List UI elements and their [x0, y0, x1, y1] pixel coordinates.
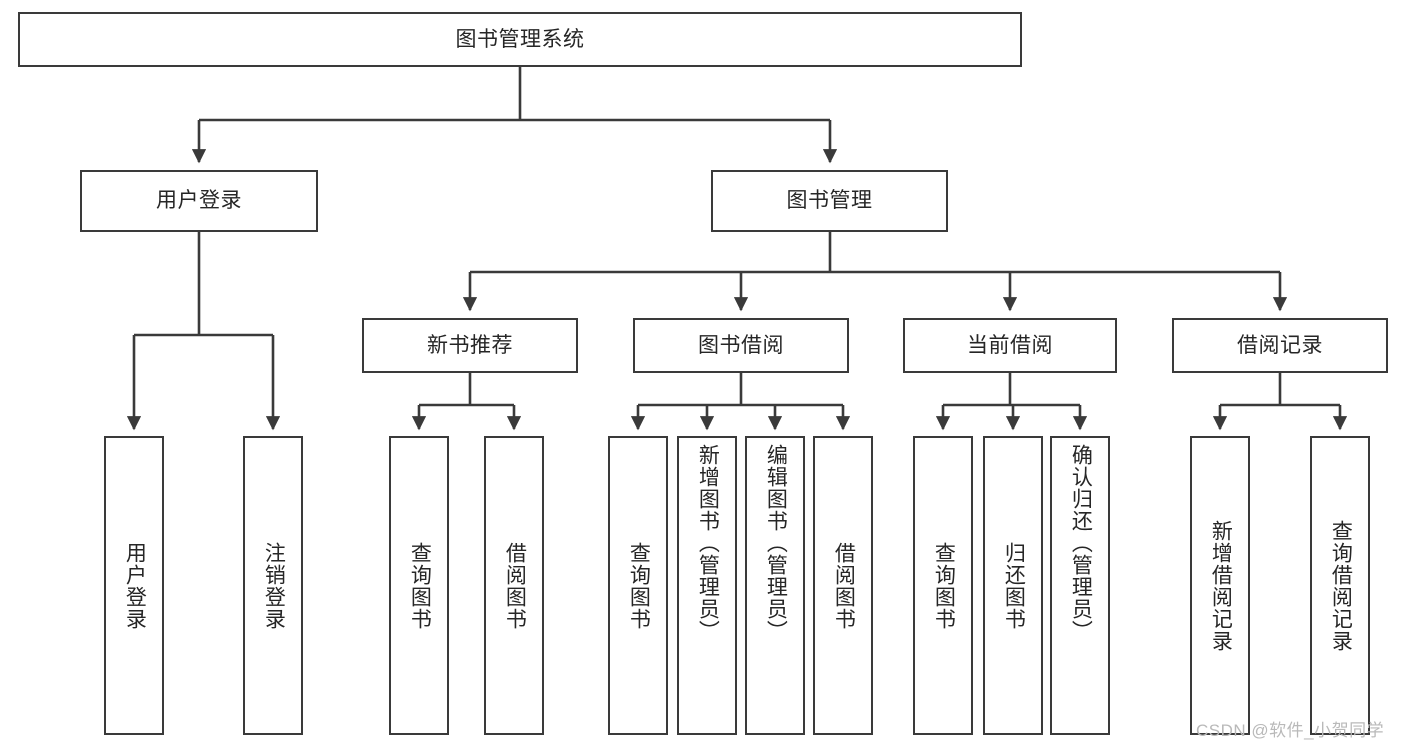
node-leaf-query-book-3-label: 查询图书 [932, 541, 956, 630]
node-leaf-query-book-2[interactable]: 查询图书 [608, 436, 668, 735]
node-book-manage[interactable]: 图书管理 [711, 170, 948, 232]
node-leaf-edit-book[interactable]: 编辑图书（管理员） [745, 436, 805, 735]
node-user-login[interactable]: 用户登录 [80, 170, 318, 232]
node-current-borrow[interactable]: 当前借阅 [903, 318, 1117, 373]
node-root[interactable]: 图书管理系统 [18, 12, 1022, 67]
node-leaf-query-book-2-label: 查询图书 [627, 541, 651, 630]
node-root-label: 图书管理系统 [455, 27, 585, 51]
node-new-book-recommend[interactable]: 新书推荐 [362, 318, 578, 373]
node-user-login-label: 用户登录 [156, 189, 242, 213]
node-leaf-add-record-label: 新增借阅记录 [1209, 519, 1233, 652]
node-leaf-user-login-label: 用户登录 [123, 541, 147, 630]
node-borrow-record[interactable]: 借阅记录 [1172, 318, 1388, 373]
node-leaf-query-record-label: 查询借阅记录 [1329, 519, 1353, 652]
node-leaf-return-book-label: 归还图书 [1002, 541, 1026, 630]
node-leaf-borrow-book-2[interactable]: 借阅图书 [813, 436, 873, 735]
node-leaf-add-record[interactable]: 新增借阅记录 [1190, 436, 1250, 735]
node-leaf-add-book-label: 新增图书（管理员） [696, 444, 720, 642]
node-leaf-confirm-return-label: 确认归还（管理员） [1069, 444, 1093, 642]
node-leaf-confirm-return[interactable]: 确认归还（管理员） [1050, 436, 1110, 735]
node-leaf-borrow-book-1[interactable]: 借阅图书 [484, 436, 544, 735]
node-book-borrow-label: 图书借阅 [698, 333, 784, 357]
node-leaf-borrow-book-2-label: 借阅图书 [832, 541, 856, 630]
node-book-borrow[interactable]: 图书借阅 [633, 318, 849, 373]
node-book-manage-label: 图书管理 [786, 189, 873, 213]
node-leaf-query-book-3[interactable]: 查询图书 [913, 436, 973, 735]
node-leaf-query-record[interactable]: 查询借阅记录 [1310, 436, 1370, 735]
node-leaf-user-login[interactable]: 用户登录 [104, 436, 164, 735]
node-leaf-query-book-1-label: 查询图书 [408, 541, 432, 630]
node-new-book-recommend-label: 新书推荐 [427, 333, 513, 357]
node-leaf-user-logout[interactable]: 注销登录 [243, 436, 303, 735]
node-borrow-record-label: 借阅记录 [1237, 333, 1323, 357]
node-leaf-return-book[interactable]: 归还图书 [983, 436, 1043, 735]
node-leaf-add-book[interactable]: 新增图书（管理员） [677, 436, 737, 735]
node-leaf-user-logout-label: 注销登录 [262, 541, 286, 630]
node-leaf-query-book-1[interactable]: 查询图书 [389, 436, 449, 735]
node-leaf-edit-book-label: 编辑图书（管理员） [764, 444, 788, 642]
node-current-borrow-label: 当前借阅 [967, 333, 1053, 357]
node-leaf-borrow-book-1-label: 借阅图书 [503, 541, 527, 630]
